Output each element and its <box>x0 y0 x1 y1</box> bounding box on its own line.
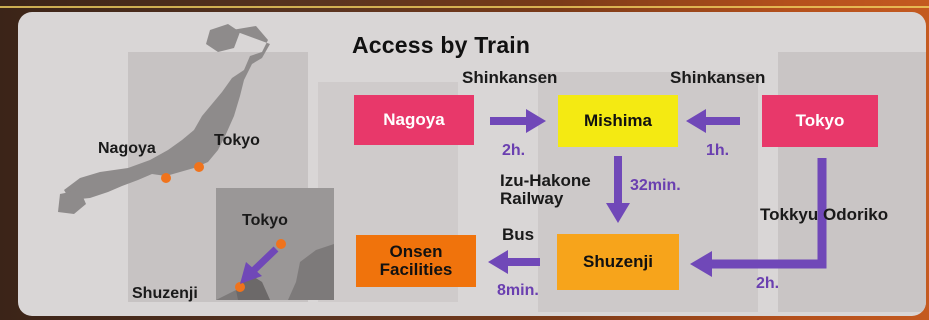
mishima-label: Mishima <box>583 111 653 130</box>
tokyo-label: Tokyo <box>795 111 845 130</box>
izu-hakone-label-1: Izu-Hakone <box>500 171 591 190</box>
izu-label-tokyo: Tokyo <box>242 212 288 229</box>
onsen-box: Onsen Facilities <box>356 235 476 287</box>
onsen-label-line1: Onsen <box>389 242 443 261</box>
izu-label-shuzenji: Shuzenji <box>132 285 198 302</box>
shinkansen-label-tokyo: Shinkansen <box>670 68 766 87</box>
izu-tokyo-dot <box>276 239 286 249</box>
map-label-nagoya: Nagoya <box>98 140 156 157</box>
shuzenji-label: Shuzenji <box>583 252 653 271</box>
page-title: Access by Train <box>352 32 531 58</box>
time-shuzenji-onsen: 8min. <box>497 282 539 299</box>
tokyo-dot <box>194 162 204 172</box>
onsen-label-line2: Facilities <box>379 260 453 279</box>
nagoya-label: Nagoya <box>383 110 445 129</box>
bus-label: Bus <box>502 225 535 244</box>
izu-hakone-label-2: Railway <box>500 189 564 208</box>
mishima-box: Mishima <box>558 95 678 147</box>
time-tokyo-shuzenji: 2h. <box>756 275 780 292</box>
nagoya-box: Nagoya <box>354 95 474 145</box>
tokkyu-odoriko-label: Tokkyu Odoriko <box>760 205 889 224</box>
time-nagoya-mishima: 2h. <box>502 142 526 159</box>
nagoya-dot <box>161 173 171 183</box>
map-label-tokyo: Tokyo <box>214 132 260 149</box>
shuzenji-box: Shuzenji <box>557 234 679 290</box>
tokyo-box: Tokyo <box>762 95 878 147</box>
time-mishima-shuzenji: 32min. <box>630 177 681 194</box>
izu-shuzenji-dot <box>235 282 245 292</box>
japan-map <box>64 26 270 200</box>
time-tokyo-mishima: 1h. <box>706 142 730 159</box>
shinkansen-label-nagoya: Shinkansen <box>462 68 558 87</box>
